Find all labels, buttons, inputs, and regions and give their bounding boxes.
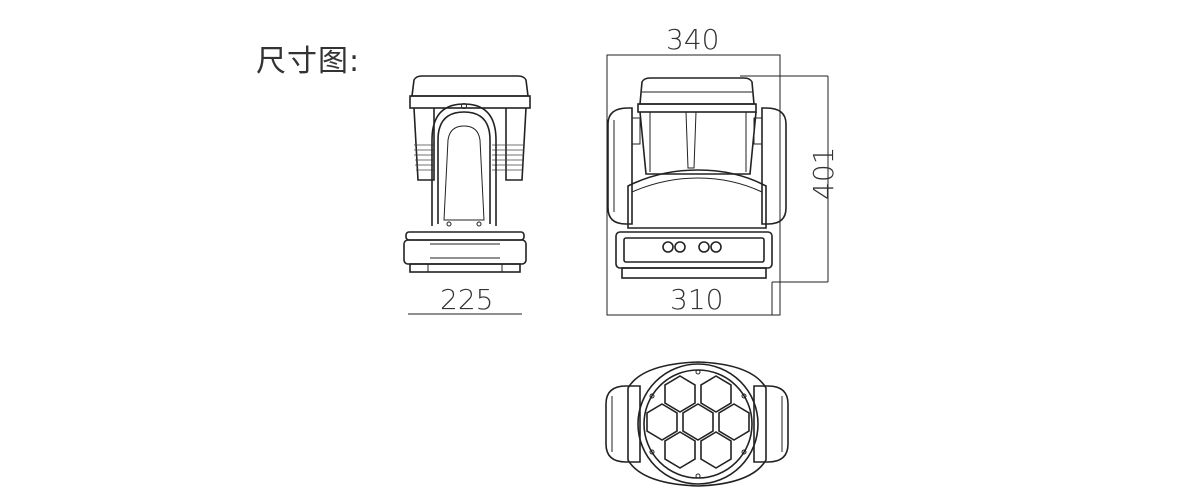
dimension-top-width: 340	[666, 23, 720, 56]
connector-icons	[662, 241, 722, 253]
top-view	[605, 361, 789, 487]
dimension-frame-outer	[606, 54, 781, 316]
side-view	[403, 75, 531, 315]
dimension-height: 401	[807, 146, 840, 200]
dimension-base-width: 310	[670, 283, 724, 316]
dimension-side-width: 225	[440, 283, 494, 316]
front-view	[606, 54, 829, 316]
lens-hexagons	[646, 375, 750, 469]
page-title: 尺寸图:	[256, 44, 361, 79]
